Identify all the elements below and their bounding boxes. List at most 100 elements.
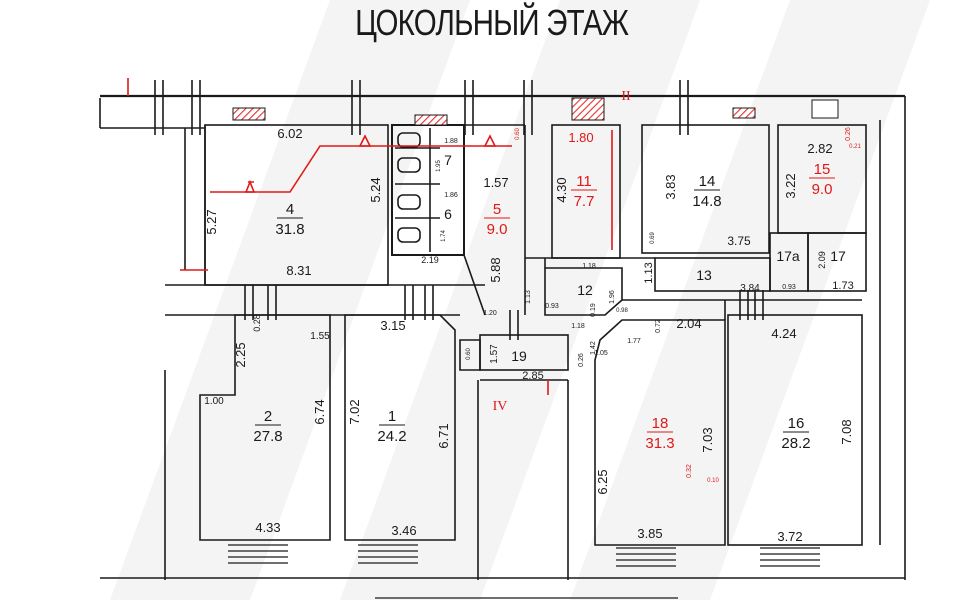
room-number: 13	[696, 267, 712, 283]
room-13: 13	[696, 267, 712, 283]
room-area: 9.0	[487, 221, 508, 238]
room-18: 18 31.3	[645, 415, 674, 452]
dimension-label: 3.46	[391, 523, 416, 538]
roman-marker: IV	[493, 399, 508, 414]
room-area: 24.2	[377, 428, 406, 445]
dimension-label: 2.85	[522, 370, 543, 382]
dimension-label: 3.75	[727, 234, 751, 248]
dimension-label: 7.03	[700, 427, 715, 452]
room-6: 6	[444, 206, 452, 222]
room-4: 431.8	[275, 201, 304, 238]
wall-posts	[154, 80, 764, 340]
dimension-label: 3.85	[637, 526, 662, 541]
dimension-label: 0.93	[545, 303, 559, 310]
room-1: 124.2	[377, 408, 406, 445]
dimension-label: 2.19	[421, 255, 439, 265]
dimension-label: 5.88	[488, 257, 503, 282]
dimension-label: 1.20	[483, 310, 497, 317]
dimension-label: 0.19	[590, 303, 597, 317]
dimension-label: 0.21	[849, 144, 861, 150]
dimension-label: 0.98	[616, 308, 628, 314]
room-area: 14.8	[692, 193, 721, 210]
dimension-label: 0.26	[578, 353, 585, 367]
room-16: 16 28.2	[781, 415, 810, 452]
room-area: 9.0	[812, 181, 833, 198]
dimension-label: 1.13	[525, 290, 532, 304]
dimension-label: 6.71	[436, 423, 451, 448]
dimension-labels: 6.025.275.248.311.571.881.951.861.742.19…	[204, 126, 861, 544]
dimension-label: 7.02	[347, 399, 362, 424]
dimension-label: 4.30	[554, 177, 569, 202]
dimension-label: 5.27	[204, 209, 219, 234]
room-area: 27.8	[253, 428, 282, 445]
dimension-label: 5.24	[368, 177, 383, 202]
room-17: 17	[830, 248, 846, 264]
dimension-label: 0.10	[707, 478, 719, 484]
room-number: 4	[286, 201, 294, 218]
walls	[99, 94, 906, 580]
dimension-label: 3.72	[777, 529, 802, 544]
dimension-label: 1.00	[204, 396, 224, 407]
dimension-label: 0.26	[845, 127, 852, 141]
dimension-label: 2.09	[817, 251, 827, 269]
dimension-label: 1.74	[441, 230, 447, 242]
dimension-label: 0.28	[252, 314, 262, 332]
room-14: 14 14.8	[692, 173, 721, 210]
dimension-label: 1.05	[594, 350, 608, 357]
dimension-label: 0.72	[655, 319, 662, 333]
room-area: 31.3	[645, 435, 674, 452]
room-area: 28.2	[781, 435, 810, 452]
dimension-label: 1.96	[609, 290, 616, 304]
room-number: 1	[388, 408, 396, 425]
dimension-label: 0.60	[466, 348, 472, 360]
dimension-label: 8.31	[286, 263, 311, 278]
dimension-label: 3.15	[380, 318, 405, 333]
hatched-columns	[232, 97, 839, 126]
room-number: 16	[788, 415, 805, 432]
room-area: 7.7	[574, 193, 595, 210]
page-title: ЦОКОЛЬНЫЙ ЭТАЖ	[355, 2, 629, 43]
room-number: 19	[511, 348, 527, 364]
room-11: 117.7	[571, 173, 597, 210]
entrance-steps	[228, 544, 820, 599]
room-number: 5	[493, 201, 501, 218]
room-number: 17	[830, 248, 846, 264]
dimension-label: 1.42	[590, 341, 597, 355]
dimension-label: 1.80	[568, 130, 593, 145]
dimension-label: 6.74	[312, 399, 327, 424]
dimension-label: 1.55	[310, 331, 330, 342]
room-number: 14	[699, 173, 716, 190]
dimension-label: 4.24	[771, 326, 796, 341]
room-number: 6	[444, 206, 452, 222]
dimension-label: 4.33	[255, 520, 280, 535]
dimension-label: 1.18	[582, 263, 596, 270]
room-12: 12	[577, 282, 593, 298]
room-7: 7	[444, 152, 452, 168]
dimension-label: 2.25	[233, 342, 248, 367]
dimension-label: 0.32	[686, 464, 693, 478]
dimension-label: 3.22	[783, 173, 798, 198]
room-2: 227.8	[253, 408, 282, 445]
room-19: 19	[511, 348, 527, 364]
dimension-label: 6.25	[595, 469, 610, 494]
dimension-label: 1.77	[627, 338, 641, 345]
room-number: 7	[444, 152, 452, 168]
dimension-label: 0.60	[515, 128, 521, 140]
room-number: 18	[652, 415, 669, 432]
dimension-label: 2.82	[807, 141, 832, 156]
room-number: 17а	[776, 248, 800, 264]
dimension-label: 0.69	[650, 232, 656, 244]
red-route	[127, 78, 613, 395]
dimension-label: 1.13	[643, 262, 655, 283]
room-15: 159.0	[809, 161, 835, 198]
room-17а: 17а	[776, 248, 800, 264]
room-5: 59.0	[484, 201, 510, 238]
dimension-label: 1.18	[571, 323, 585, 330]
room-number: 2	[264, 408, 272, 425]
dimension-label: 1.57	[483, 175, 508, 190]
room-number: 15	[814, 161, 831, 178]
